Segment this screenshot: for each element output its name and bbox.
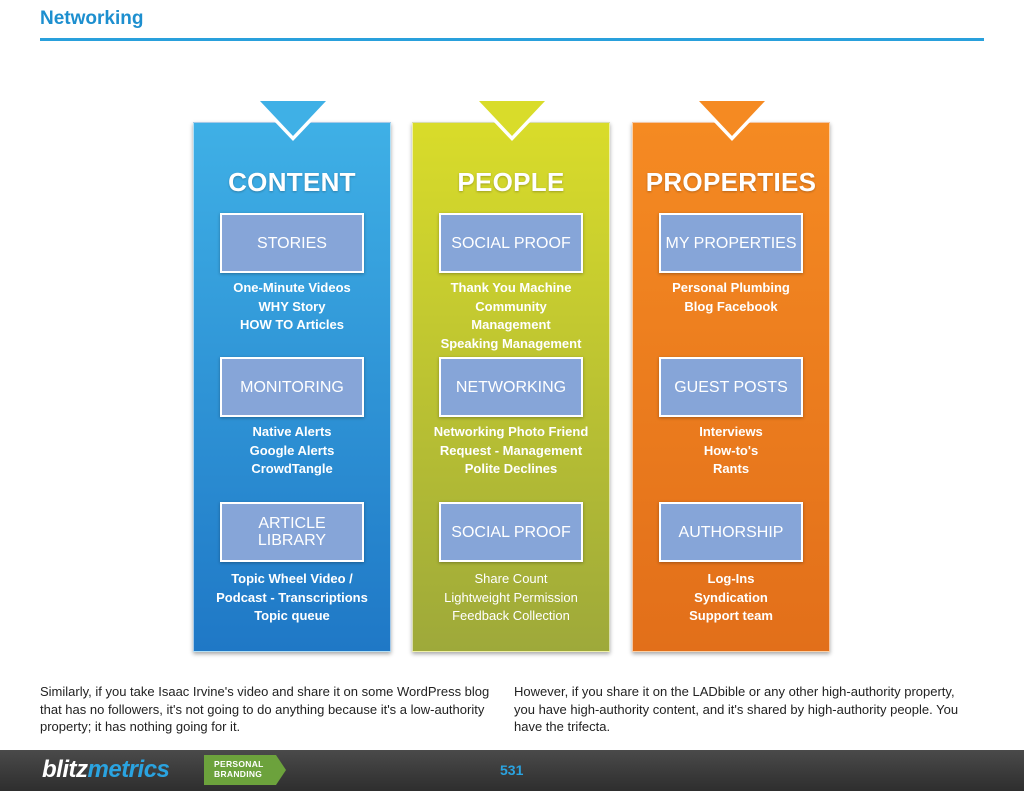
stories-items: One-Minute Videos WHY Story HOW TO Artic… (194, 279, 390, 335)
content-notch (255, 101, 331, 141)
social-proof-box: SOCIAL PROOF (439, 213, 583, 273)
box-label-line: ARTICLE (258, 515, 326, 532)
logo-part: blitz (42, 756, 88, 783)
list-item: Syndication (694, 589, 768, 605)
guest-posts-box: GUEST POSTS (659, 357, 803, 417)
badge-text: PERSONAL BRANDING (214, 759, 274, 779)
list-item: Speaking Management (440, 335, 582, 351)
list-item: Native Alerts (252, 424, 332, 439)
list-item: Support team (689, 608, 773, 623)
body-paragraph-right: However, if you share it on the LADbible… (514, 684, 959, 734)
badge-line: BRANDING (214, 769, 263, 779)
stories-box: STORIES (220, 213, 364, 273)
social-proof-items-2: Share Count Lightweight Permission Feedb… (413, 570, 609, 626)
my-properties-box: MY PROPERTIES (659, 213, 803, 273)
social-proof-box-2: SOCIAL PROOF (439, 502, 583, 562)
list-item: Request - Management (439, 442, 583, 458)
monitoring-box: MONITORING (220, 357, 364, 417)
personal-branding-badge (204, 755, 276, 785)
page-number: 531 (500, 762, 524, 778)
article-library-items: Topic Wheel Video / Podcast - Transcript… (194, 570, 390, 626)
box-label-line: LIBRARY (257, 532, 327, 549)
authorship-items: Log-Ins Syndication Support team (633, 570, 829, 626)
list-item: Lightweight Permission (444, 589, 578, 605)
footer-bar: blitzmetrics PERSONAL BRANDING 531 (0, 750, 1024, 791)
logo-part: metrics (87, 756, 170, 783)
list-item: WHY Story (258, 298, 326, 314)
people-notch (474, 101, 550, 141)
badge-line: PERSONAL (214, 759, 264, 769)
properties-column: PROPERTIES MY PROPERTIES Personal Plumbi… (632, 101, 830, 652)
list-item: Share Count (474, 571, 548, 586)
list-item: CrowdTangle (251, 461, 333, 476)
my-properties-items: Personal Plumbing Blog Facebook (633, 279, 829, 316)
list-item: How-to's (703, 442, 759, 458)
properties-column-title: PROPERTIES (645, 167, 817, 197)
list-item: Google Alerts (249, 442, 335, 458)
monitoring-items: Native Alerts Google Alerts CrowdTangle (194, 423, 390, 479)
list-item: Topic queue (254, 608, 330, 623)
list-item: HOW TO Articles (239, 317, 345, 332)
content-column-title: CONTENT (228, 167, 356, 197)
list-item: One-Minute Videos (233, 280, 351, 295)
social-proof-items: Thank You Machine Community Management S… (413, 279, 609, 353)
list-item: Podcast - Transcriptions (216, 589, 368, 605)
list-item: Community (475, 298, 547, 314)
list-item: Thank You Machine (450, 280, 572, 295)
list-item: Rants (712, 461, 750, 476)
people-column-title: PEOPLE (457, 167, 565, 197)
badge-arrow-icon (276, 755, 286, 785)
article-library-box: ARTICLE LIBRARY (220, 502, 364, 562)
list-item: Polite Declines (464, 461, 558, 476)
list-item: Networking Photo Friend (433, 424, 589, 439)
list-item: Personal Plumbing (672, 280, 790, 295)
list-item: Interviews (699, 424, 763, 439)
networking-items: Networking Photo Friend Request - Manage… (413, 423, 609, 479)
list-item: Log-Ins (707, 571, 755, 586)
list-item: Management (471, 317, 551, 332)
authorship-box: AUTHORSHIP (659, 502, 803, 562)
networking-box: NETWORKING (439, 357, 583, 417)
list-item: Topic Wheel Video / (231, 571, 353, 586)
content-column: CONTENT STORIES One-Minute Videos WHY St… (193, 101, 391, 652)
properties-notch (694, 101, 770, 141)
list-item: Blog Facebook (684, 298, 778, 314)
header-rule (40, 38, 984, 41)
header-title: Networking (40, 8, 144, 29)
blitzmetrics-logo: blitzmetrics (42, 756, 170, 784)
guest-posts-items: Interviews How-to's Rants (633, 423, 829, 479)
body-paragraph-left: Similarly, if you take Isaac Irvine's vi… (40, 684, 490, 734)
list-item: Feedback Collection (452, 608, 570, 623)
people-column: PEOPLE SOCIAL PROOF Thank You Machine Co… (412, 101, 610, 652)
